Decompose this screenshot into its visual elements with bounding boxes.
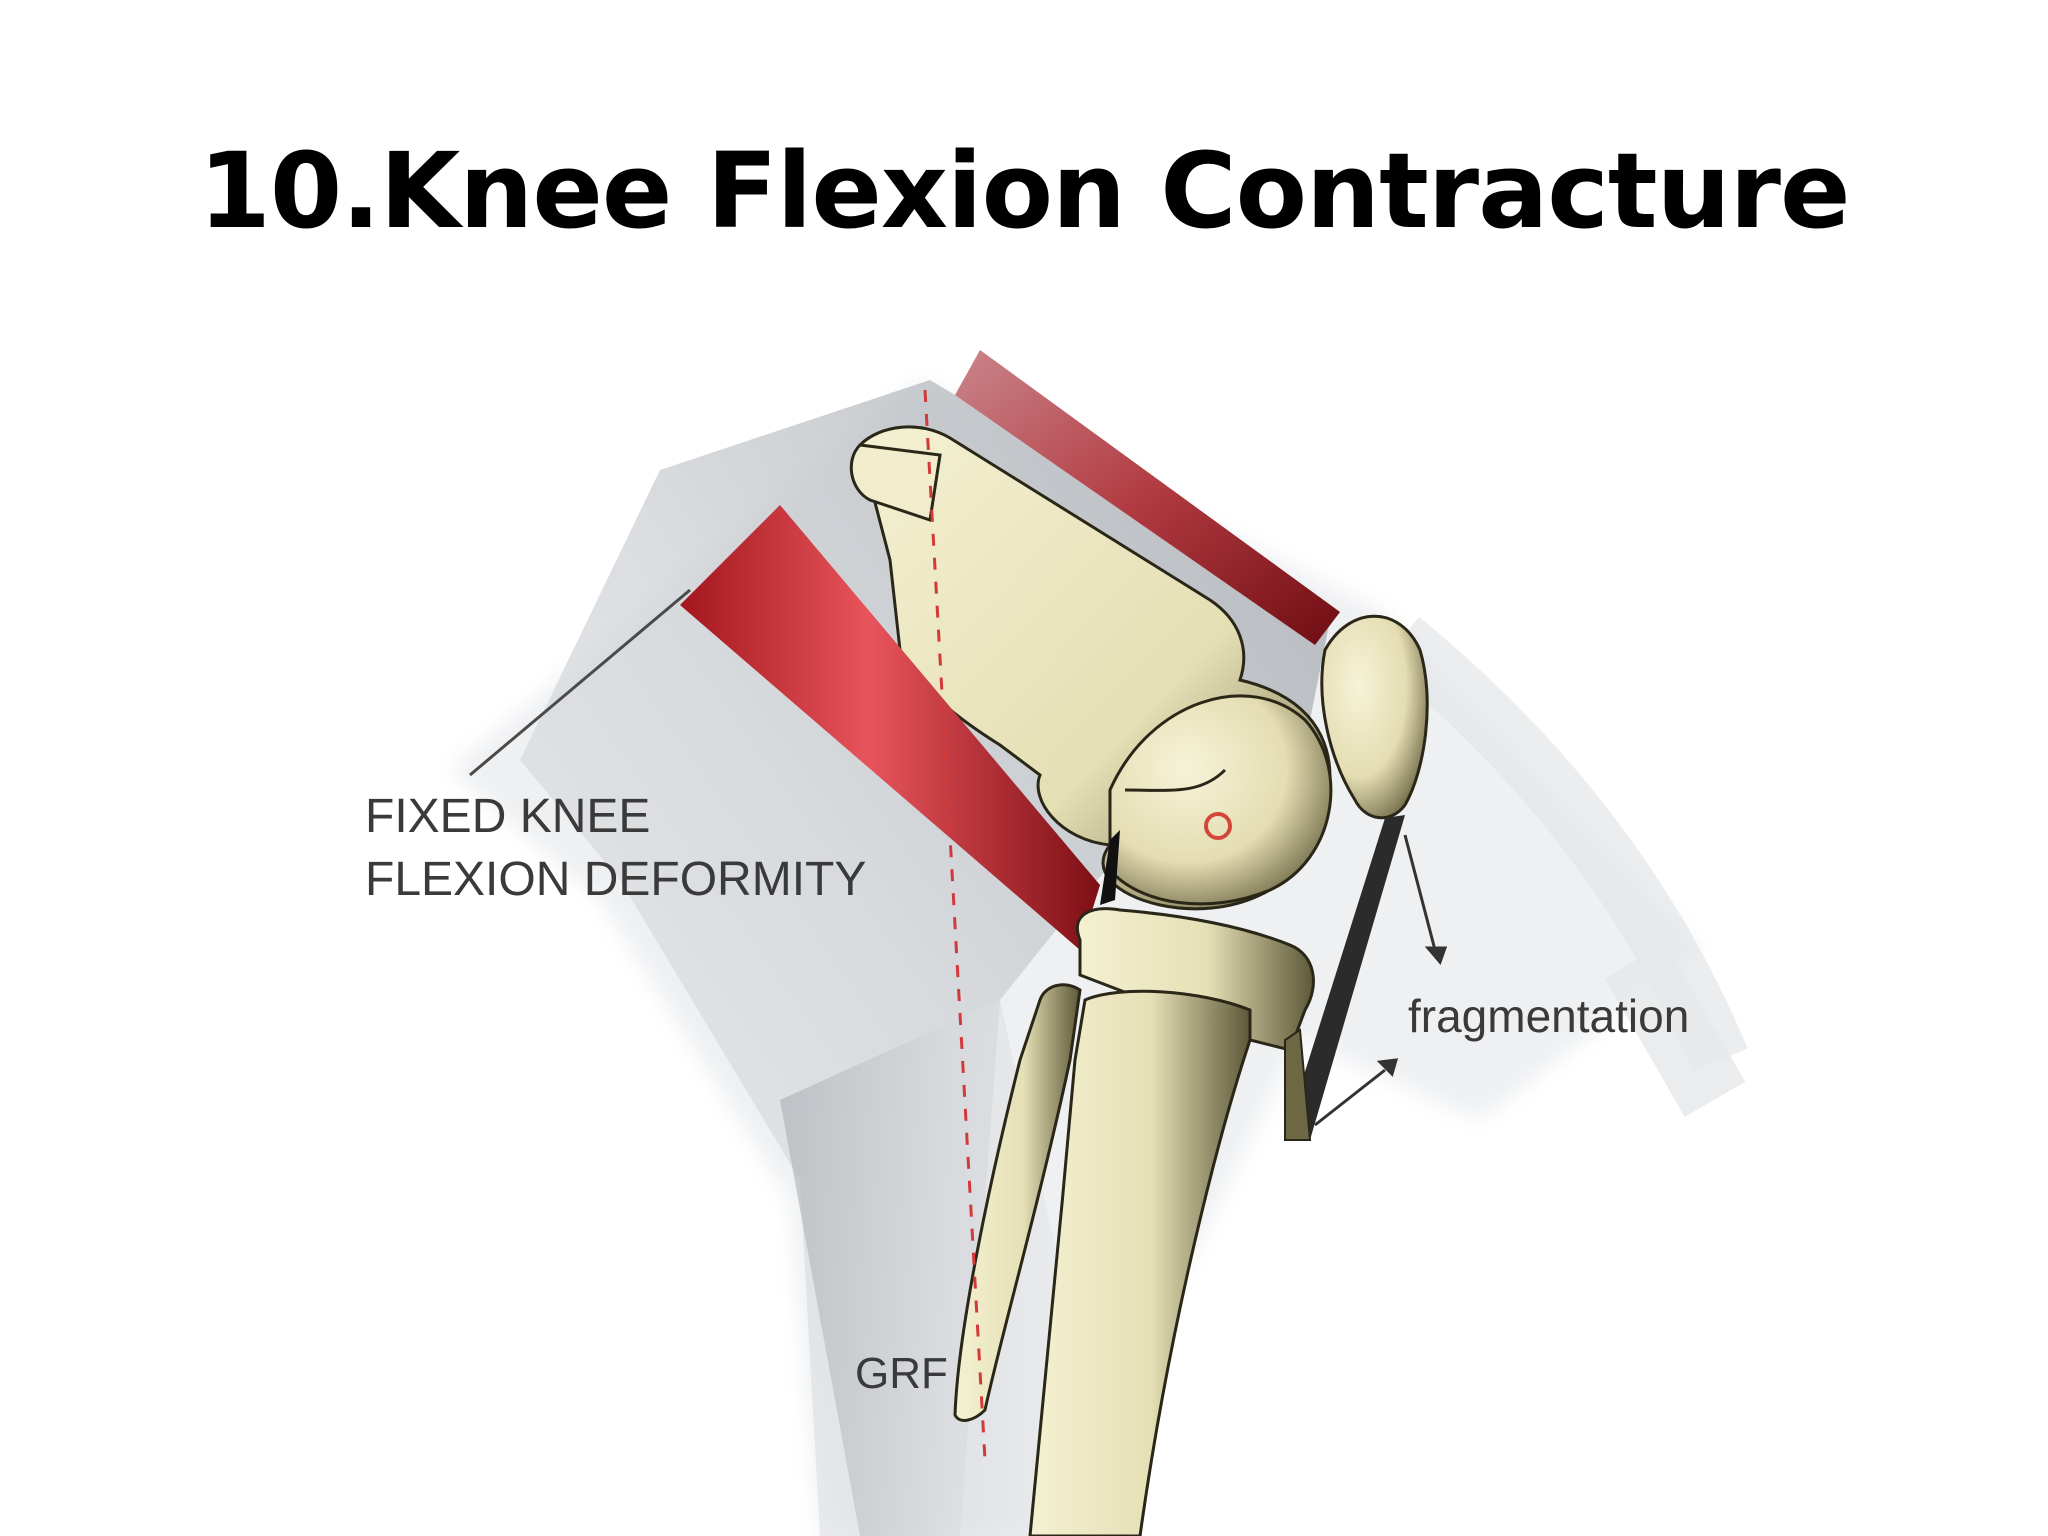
tibia-shaft xyxy=(1028,989,1252,1536)
slide-title: 10.Knee Flexion Contracture xyxy=(198,130,1850,252)
tibial-tuberosity xyxy=(1284,1028,1312,1141)
hamstring-muscle xyxy=(680,505,1100,950)
femur-proximal-end xyxy=(849,443,942,522)
fibula-bone xyxy=(953,983,1082,1422)
joint-gap xyxy=(1100,830,1120,905)
grf-label: GRF xyxy=(855,1349,948,1398)
fragmentation-label: fragmentation xyxy=(1408,990,1689,1042)
deformity-label-line2: FLEXION DEFORMITY xyxy=(365,853,866,906)
grf-line xyxy=(923,389,987,1461)
calf-shadow xyxy=(780,1000,1120,1536)
tibia-plateau xyxy=(1076,907,1315,1052)
deformity-label-line1: FIXED KNEE xyxy=(365,790,650,843)
rotation-center-marker xyxy=(1204,812,1232,840)
deformity-pointer-line xyxy=(469,588,691,777)
patella-bone xyxy=(1320,614,1429,820)
ruler-fragment xyxy=(1604,943,1746,1117)
condyle-line xyxy=(1124,768,1227,792)
femoral-condyle xyxy=(1108,694,1333,906)
quadriceps-muscle xyxy=(955,350,1340,645)
fragmentation-arrows xyxy=(1314,834,1448,1127)
patellar-tendon xyxy=(1285,815,1405,1140)
